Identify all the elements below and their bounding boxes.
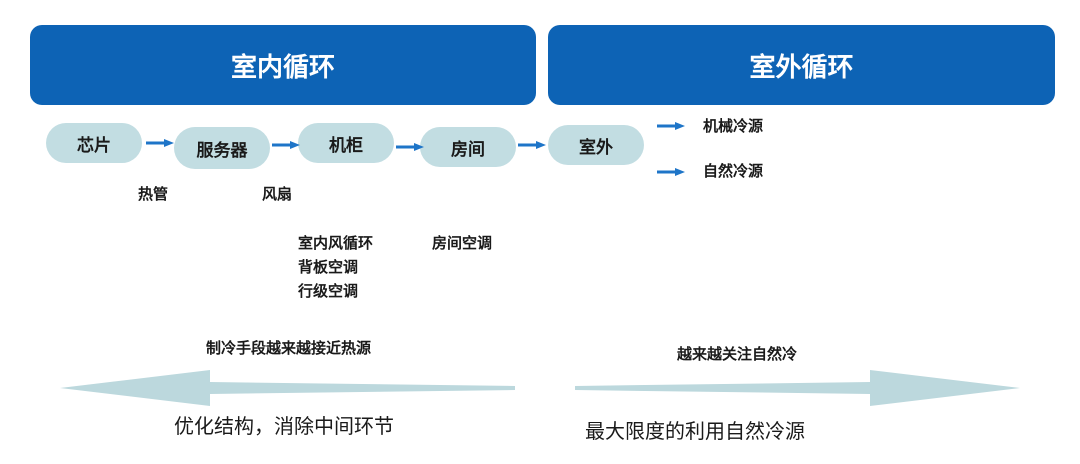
outdoor-cycle-title: 室外循环	[749, 52, 854, 83]
left-goal-text: 优化结构，消除中间环节	[174, 414, 394, 438]
room-node: 房间	[420, 127, 516, 167]
server-label: 服务器	[196, 140, 248, 161]
indoor-cycle-title: 室内循环	[230, 52, 335, 83]
cabinet-method-item: 行级空调	[298, 282, 359, 300]
cabinet-method-item: 背板空调	[298, 258, 359, 276]
fan-label: 风扇	[262, 185, 293, 203]
arrow-server-cabinet-icon	[272, 141, 300, 149]
arrow-cabinet-room-icon	[396, 143, 424, 151]
arrow-natural-icon	[657, 168, 685, 176]
right-trend-caption: 越来越关注自然冷	[677, 345, 798, 363]
chip-node: 芯片	[46, 123, 142, 163]
chip-label: 芯片	[77, 135, 111, 156]
left-trend-caption: 制冷手段越来越接近热源	[206, 339, 372, 357]
cabinet-label: 机柜	[329, 135, 363, 156]
outdoor-cycle-banner: 室外循环	[548, 25, 1055, 105]
server-node: 服务器	[174, 127, 270, 169]
cabinet-method-item: 室内风循环	[298, 234, 374, 252]
room-ac-label: 房间空调	[432, 234, 493, 252]
indoor-cycle-banner: 室内循环	[30, 25, 536, 105]
right-goal-text: 最大限度的利用自然冷源	[585, 419, 805, 443]
cabinet-methods-list: 室内风循环 背板空调 行级空调	[298, 231, 373, 303]
right-trend-arrow-icon	[575, 370, 1020, 406]
arrow-mechanical-icon	[657, 122, 685, 130]
room-label: 房间	[451, 139, 485, 160]
outdoor-node: 室外	[548, 125, 644, 165]
arrow-room-outdoor-icon	[518, 141, 546, 149]
cabinet-node: 机柜	[298, 123, 394, 163]
natural-cold-source: 自然冷源	[703, 162, 764, 180]
left-trend-arrow-icon	[60, 370, 515, 406]
outdoor-label: 室外	[579, 137, 613, 158]
arrow-chip-server-icon	[146, 139, 174, 147]
mechanical-cold-source: 机械冷源	[703, 117, 764, 135]
heat-pipe-label: 热管	[138, 185, 169, 203]
